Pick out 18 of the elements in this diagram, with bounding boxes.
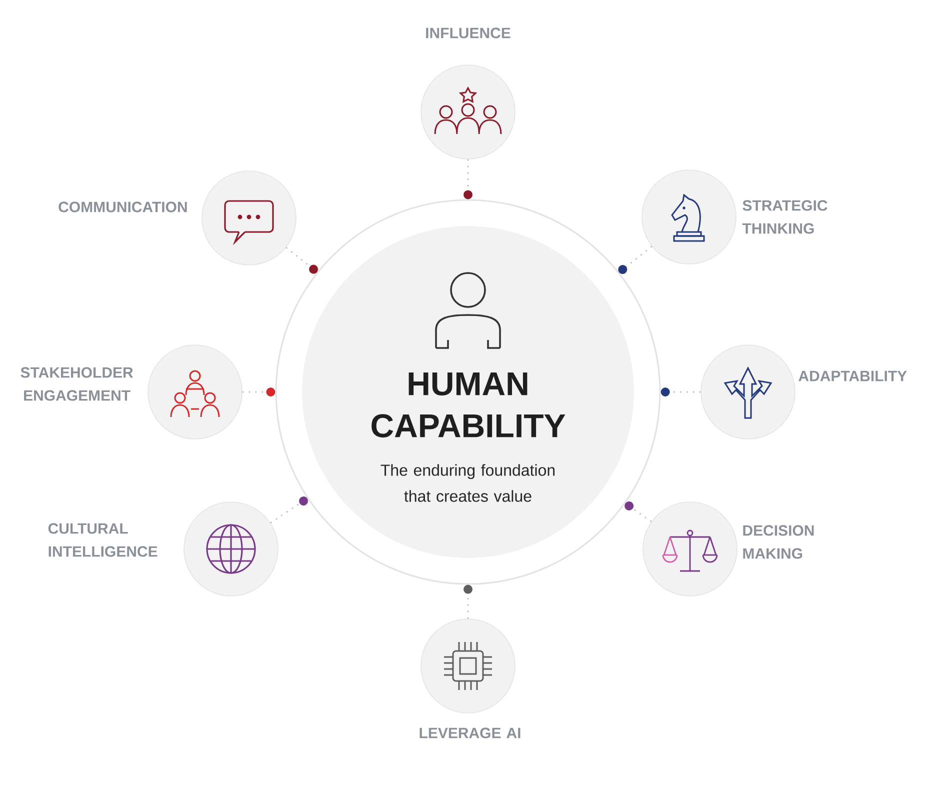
dotted-connector bbox=[464, 159, 472, 200]
title: HUMAN CAPABILITY bbox=[372, 372, 566, 438]
dotted-connector bbox=[464, 584, 472, 619]
label: STAKEHOLDER ENGAGEMENT bbox=[20, 367, 134, 401]
dotted-connector bbox=[242, 388, 276, 396]
label: ADAPTABILITY bbox=[798, 370, 907, 382]
label: LEVERAGE AI bbox=[420, 728, 520, 738]
dotted-connector bbox=[618, 246, 652, 274]
label: DECISION MAKING bbox=[743, 525, 814, 559]
label: INFLUENCE bbox=[426, 28, 510, 38]
subtitle: The enduring foundation that creates value bbox=[380, 464, 555, 502]
dotted-connector bbox=[624, 501, 652, 522]
dotted-connector bbox=[660, 388, 701, 396]
label: STRATEGIC THINKING bbox=[742, 200, 828, 234]
label: CULTURAL INTELLIGENCE bbox=[48, 523, 158, 557]
dotted-connector bbox=[286, 246, 318, 274]
dotted-connector bbox=[270, 496, 308, 524]
label: COMMUNICATION bbox=[58, 202, 187, 212]
